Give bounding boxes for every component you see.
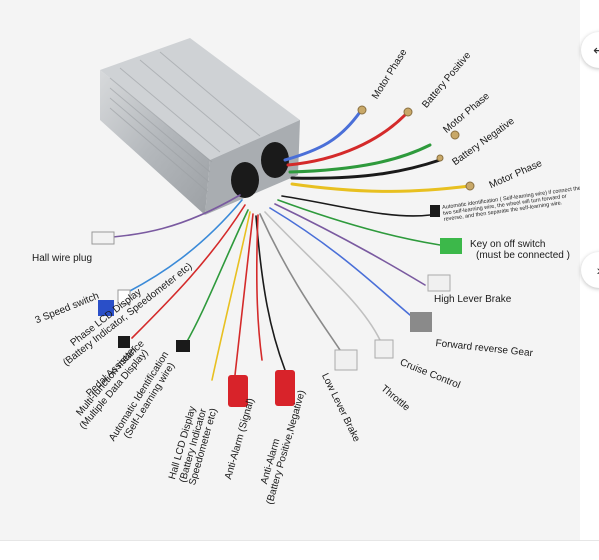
arrow-left-glyph: ↵ [593,41,599,58]
label-key-switch: Key on off switch (must be connected ) [470,239,570,261]
signal-wires [99,194,441,381]
arrow-right-glyph: › [597,262,599,278]
controller-photo [91,38,475,407]
label-high-lever-brake: High Lever Brake [434,294,512,305]
label-key-switch-line2: (must be connected ) [476,249,570,261]
label-hall-wire-plug: Hall wire plug [32,253,93,264]
bottom-edge [0,540,599,560]
controller-diagram [91,38,475,407]
power-wires [283,110,472,193]
label-key-switch-line1: Key on off switch [470,239,546,250]
arrow-left-icon[interactable]: ↵ [581,32,599,68]
connectors [91,205,462,407]
arrow-right-icon[interactable]: › [581,252,599,288]
controller-housing [100,38,300,215]
ring-terminals [357,105,475,191]
